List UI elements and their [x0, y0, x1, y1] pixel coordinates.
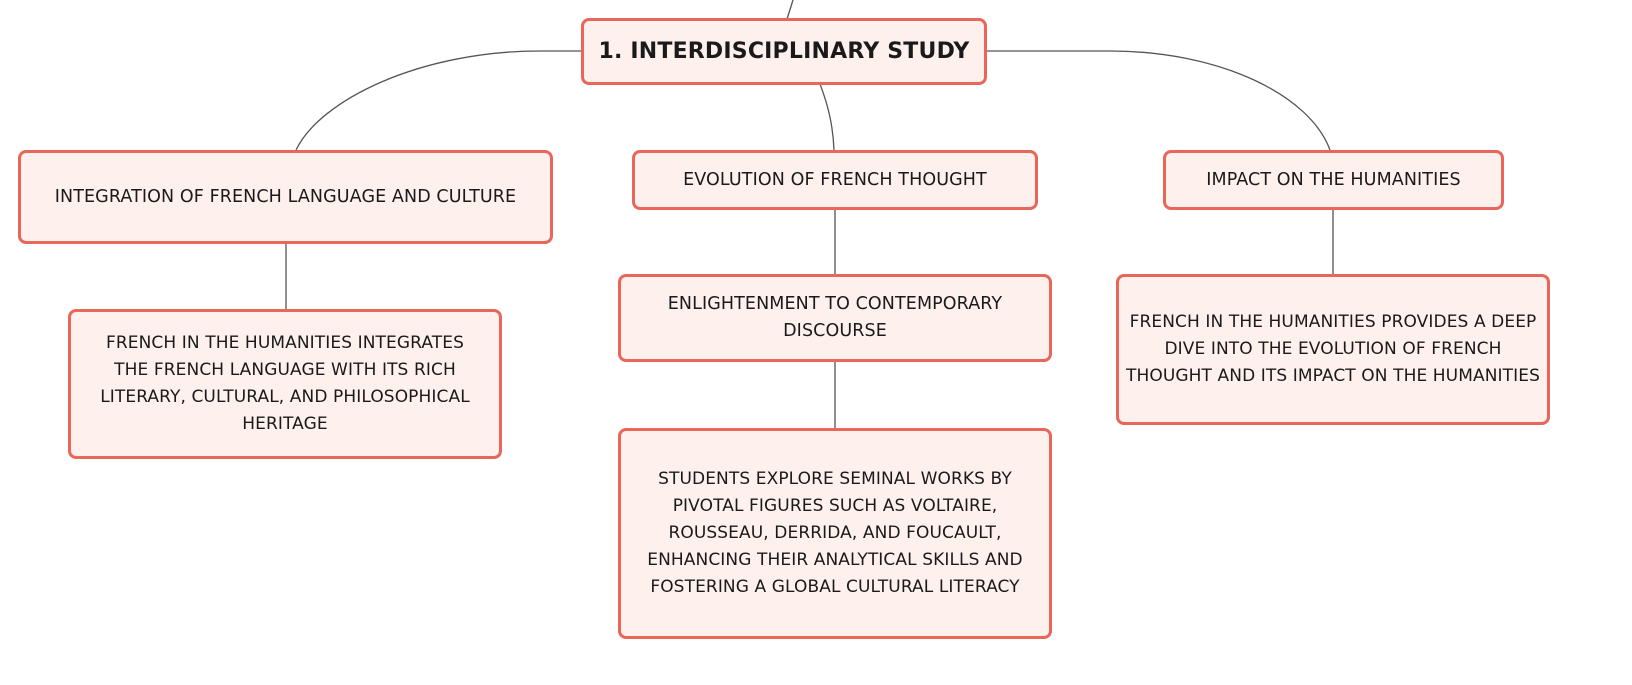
connector-root-to-impact — [987, 50, 1331, 151]
branch-node-label: INTEGRATION OF FRENCH LANGUAGE AND CULTU… — [54, 186, 517, 207]
root-node-label: 1. INTERDISCIPLINARY STUDY — [598, 39, 970, 64]
detail-node-seminal-works[interactable]: STUDENTS EXPLORE SEMINAL WORKS BY PIVOTA… — [618, 428, 1052, 639]
branch-node-integration[interactable]: INTEGRATION OF FRENCH LANGUAGE AND CULTU… — [18, 150, 553, 244]
branch-node-label: IMPACT ON THE HUMANITIES — [1206, 169, 1461, 190]
sub-node-label: ENLIGHTENMENT TO CONTEMPORARY DISCOURSE — [667, 294, 1003, 341]
connector-root-to-integration — [295, 50, 582, 151]
detail-node-text: FRENCH IN THE HUMANITIES PROVIDES A DEEP… — [1125, 312, 1540, 386]
connector-root-to-evolution — [819, 83, 835, 151]
connector-parent-to-root — [786, 0, 794, 20]
sub-node-enlightenment[interactable]: ENLIGHTENMENT TO CONTEMPORARY DISCOURSE — [618, 274, 1052, 362]
detail-node-integration[interactable]: FRENCH IN THE HUMANITIES INTEGRATES THE … — [68, 309, 502, 459]
detail-node-impact[interactable]: FRENCH IN THE HUMANITIES PROVIDES A DEEP… — [1116, 274, 1550, 425]
branch-node-label: EVOLUTION OF FRENCH THOUGHT — [683, 169, 987, 190]
branch-node-impact[interactable]: IMPACT ON THE HUMANITIES — [1163, 150, 1504, 210]
branch-node-evolution[interactable]: EVOLUTION OF FRENCH THOUGHT — [632, 150, 1038, 210]
root-node-interdisciplinary-study[interactable]: 1. INTERDISCIPLINARY STUDY — [581, 18, 987, 85]
detail-node-text: FRENCH IN THE HUMANITIES INTEGRATES THE … — [100, 333, 470, 434]
detail-node-text: STUDENTS EXPLORE SEMINAL WORKS BY PIVOTA… — [647, 469, 1023, 597]
